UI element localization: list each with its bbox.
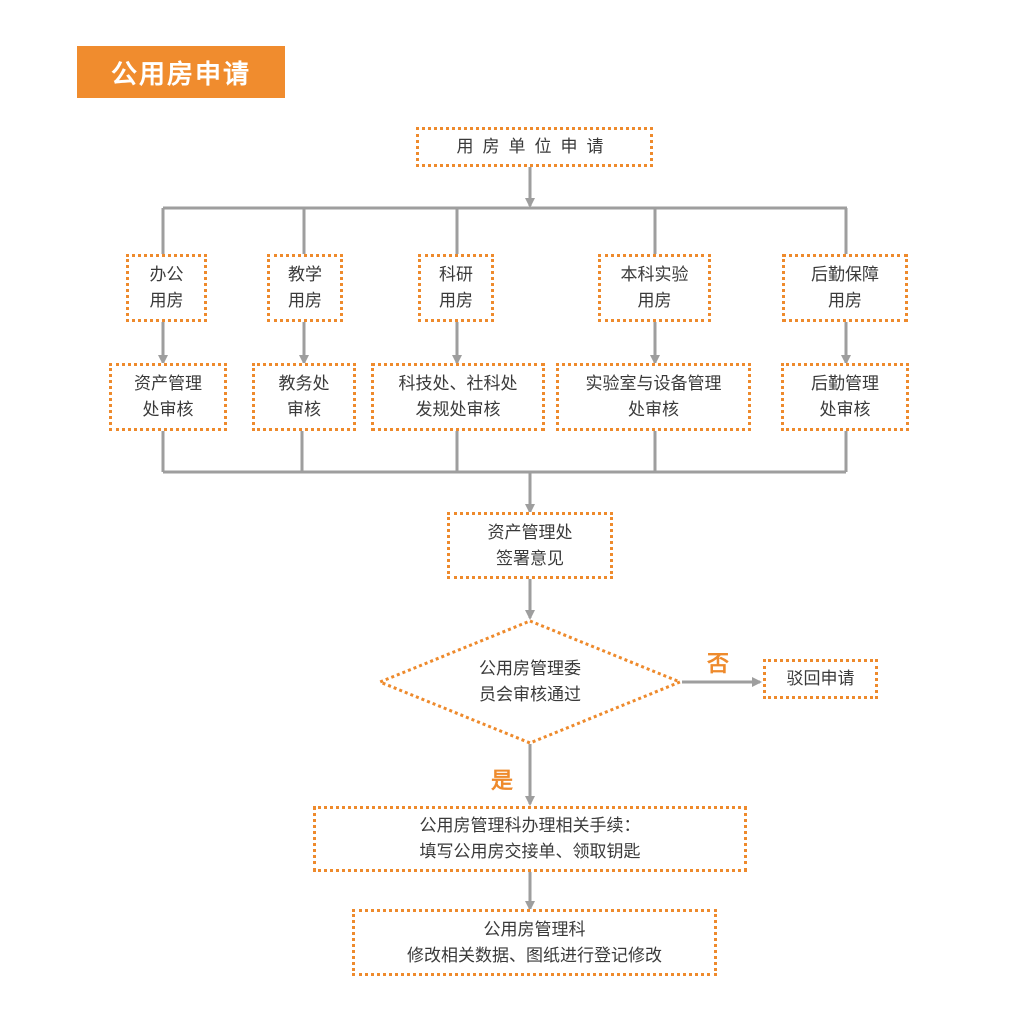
procedure-node: 公用房管理科办理相关手续： 填写公用房交接单、领取钥匙 <box>313 806 747 872</box>
review-node-4: 实验室与设备管理 处审核 <box>556 363 751 431</box>
final-line-1: 公用房管理科 <box>483 919 586 940</box>
page-title-badge: 公用房申请 <box>77 46 285 98</box>
review-node-1: 资产管理 处审核 <box>109 363 227 431</box>
category-node-4-line-1: 本科实验 <box>620 265 689 285</box>
category-node-2-line-1: 教学 <box>288 265 322 285</box>
sign-opinion-line-2: 签署意见 <box>496 548 564 569</box>
category-node-3: 科研 用房 <box>418 254 494 322</box>
category-node-4-line-2: 用房 <box>637 291 672 311</box>
review-node-2: 教务处 审核 <box>252 363 356 431</box>
review-node-3-line-2: 发规处审核 <box>415 400 501 420</box>
page-title: 公用房申请 <box>110 59 251 90</box>
review-node-3: 科技处、社科处 发规处审核 <box>371 363 545 431</box>
final-node: 公用房管理科 修改相关数据、图纸进行登记修改 <box>352 909 717 976</box>
reject-node: 驳回申请 <box>763 659 878 699</box>
start-node-label: 用房单位申请 <box>456 137 613 157</box>
category-node-2: 教学 用房 <box>267 254 343 322</box>
review-node-2-line-2: 审核 <box>287 400 321 420</box>
no-branch-label: 否 <box>707 652 730 677</box>
decision-diamond <box>376 619 684 745</box>
category-node-1-line-1: 办公 <box>149 265 184 285</box>
category-node-5: 后勤保障 用房 <box>782 254 908 322</box>
review-node-5: 后勤管理 处审核 <box>781 363 909 431</box>
category-node-1: 办公 用房 <box>126 254 207 322</box>
review-node-1-line-2: 处审核 <box>142 400 194 420</box>
category-node-3-line-2: 用房 <box>439 291 473 311</box>
sign-opinion-node: 资产管理处 签署意见 <box>447 512 613 579</box>
review-node-5-line-1: 后勤管理 <box>811 374 879 394</box>
review-node-1-line-1: 资产管理 <box>134 374 202 394</box>
decision-line-2: 员会审核通过 <box>479 685 581 705</box>
final-line-2: 修改相关数据、图纸进行登记修改 <box>407 945 662 966</box>
procedure-line-1: 公用房管理科办理相关手续： <box>419 816 641 836</box>
category-node-4: 本科实验 用房 <box>598 254 711 322</box>
start-node: 用房单位申请 <box>416 127 653 167</box>
category-node-2-line-2: 用房 <box>288 291 322 311</box>
sign-opinion-line-1: 资产管理处 <box>487 522 573 543</box>
category-node-3-line-1: 科研 <box>439 265 473 285</box>
category-node-1-line-2: 用房 <box>149 291 184 311</box>
review-node-4-line-2: 处审核 <box>628 400 679 420</box>
review-node-4-line-1: 实验室与设备管理 <box>585 374 722 394</box>
review-node-2-line-1: 教务处 <box>278 374 330 394</box>
decision-line-1: 公用房管理委 <box>479 659 581 679</box>
review-node-3-line-1: 科技处、社科处 <box>398 374 518 394</box>
decision-label: 公用房管理委 员会审核通过 <box>380 621 680 743</box>
review-node-5-line-2: 处审核 <box>819 400 871 420</box>
procedure-line-2: 填写公用房交接单、领取钥匙 <box>419 842 641 862</box>
yes-branch-label: 是 <box>491 769 514 794</box>
category-node-5-line-2: 用房 <box>828 291 862 311</box>
reject-node-label: 驳回申请 <box>786 669 855 689</box>
category-node-5-line-1: 后勤保障 <box>811 265 879 285</box>
